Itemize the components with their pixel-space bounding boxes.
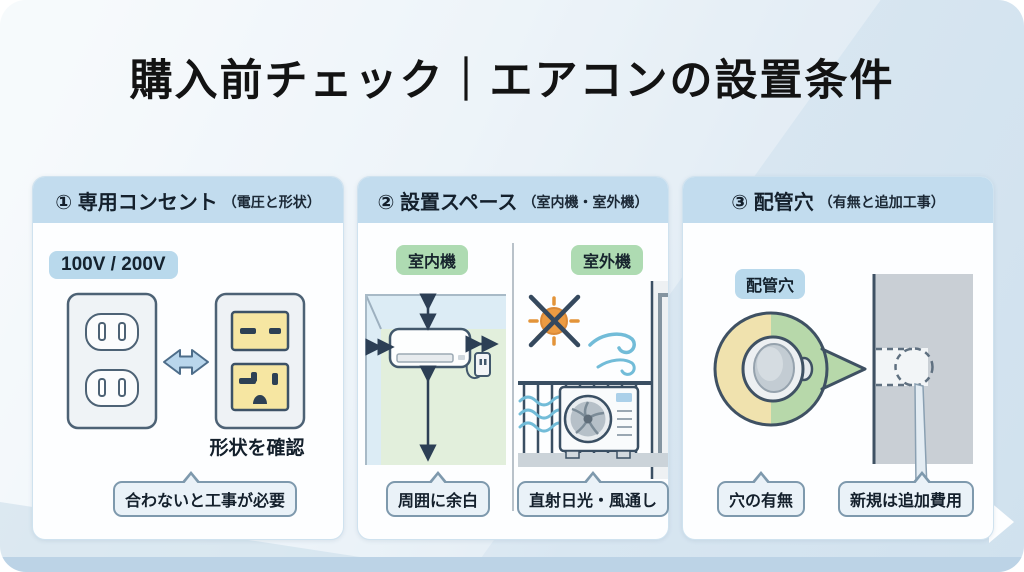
card-space-subtitle: （室内機・室外機）	[522, 193, 649, 210]
outlet-warning-bubble: 合わないと工事が必要	[112, 471, 298, 517]
card-pipe-hole-header: ③ 配管穴 （有無と追加工事）	[683, 177, 993, 223]
no-sun-icon	[528, 294, 581, 348]
card-space-title: ② 設置スペース	[377, 191, 518, 214]
outdoor-unit-badge: 室外機	[571, 245, 644, 275]
wind-icon	[588, 332, 636, 376]
card-pipe-hole-title: ③ 配管穴	[731, 191, 814, 214]
card-outlet: ① 専用コンセント （電圧と形状） 100V / 200V	[32, 176, 344, 540]
callout-line	[914, 383, 928, 489]
card-outlet-subtitle: （電圧と形状）	[222, 193, 321, 210]
swap-arrow-icon	[163, 349, 209, 375]
indoor-unit-illustration	[365, 293, 506, 465]
airflow-icon	[518, 395, 566, 433]
card-space: ② 設置スペース （室内機・室外機） 室内機 室外機	[357, 176, 670, 540]
indoor-unit-badge: 室内機	[396, 245, 469, 275]
card-outlet-header: ① 専用コンセント （電圧と形状）	[33, 177, 343, 223]
card-outlet-title: ① 専用コンセント	[55, 191, 218, 214]
indoor-outdoor-divider	[512, 243, 514, 511]
shape-check-caption: 形状を確認	[209, 438, 305, 459]
outdoor-unit-illustration	[518, 281, 668, 479]
hole-magnifier-circle	[713, 311, 867, 427]
page-title: 購入前チェック｜エアコンの設置条件	[129, 57, 895, 105]
card-space-header: ② 設置スペース （室内機・室外機）	[358, 177, 668, 223]
card-pipe-hole: ③ 配管穴 （有無と追加工事） 配管穴	[682, 176, 994, 540]
outlet-plate-100v-illustration	[66, 292, 158, 430]
hole-presence-bubble: 穴の有無	[716, 471, 806, 517]
outdoor-condition-bubble: 直射日光・風通し	[516, 471, 670, 517]
outlet-plate-200v-illustration	[214, 292, 306, 430]
dashed-hole-outline	[876, 347, 934, 387]
background-bottom-band	[0, 557, 1024, 572]
outlet-comparison-illustration	[66, 292, 306, 430]
card-pipe-hole-subtitle: （有無と追加工事）	[818, 193, 945, 210]
pipe-hole-badge: 配管穴	[735, 269, 806, 299]
pipe-hole-illustration	[713, 274, 973, 489]
new-hole-cost-bubble: 新規は追加費用	[837, 471, 975, 517]
indoor-space-bubble: 周囲に余白	[385, 471, 491, 517]
voltage-badge: 100V / 200V	[49, 251, 178, 279]
